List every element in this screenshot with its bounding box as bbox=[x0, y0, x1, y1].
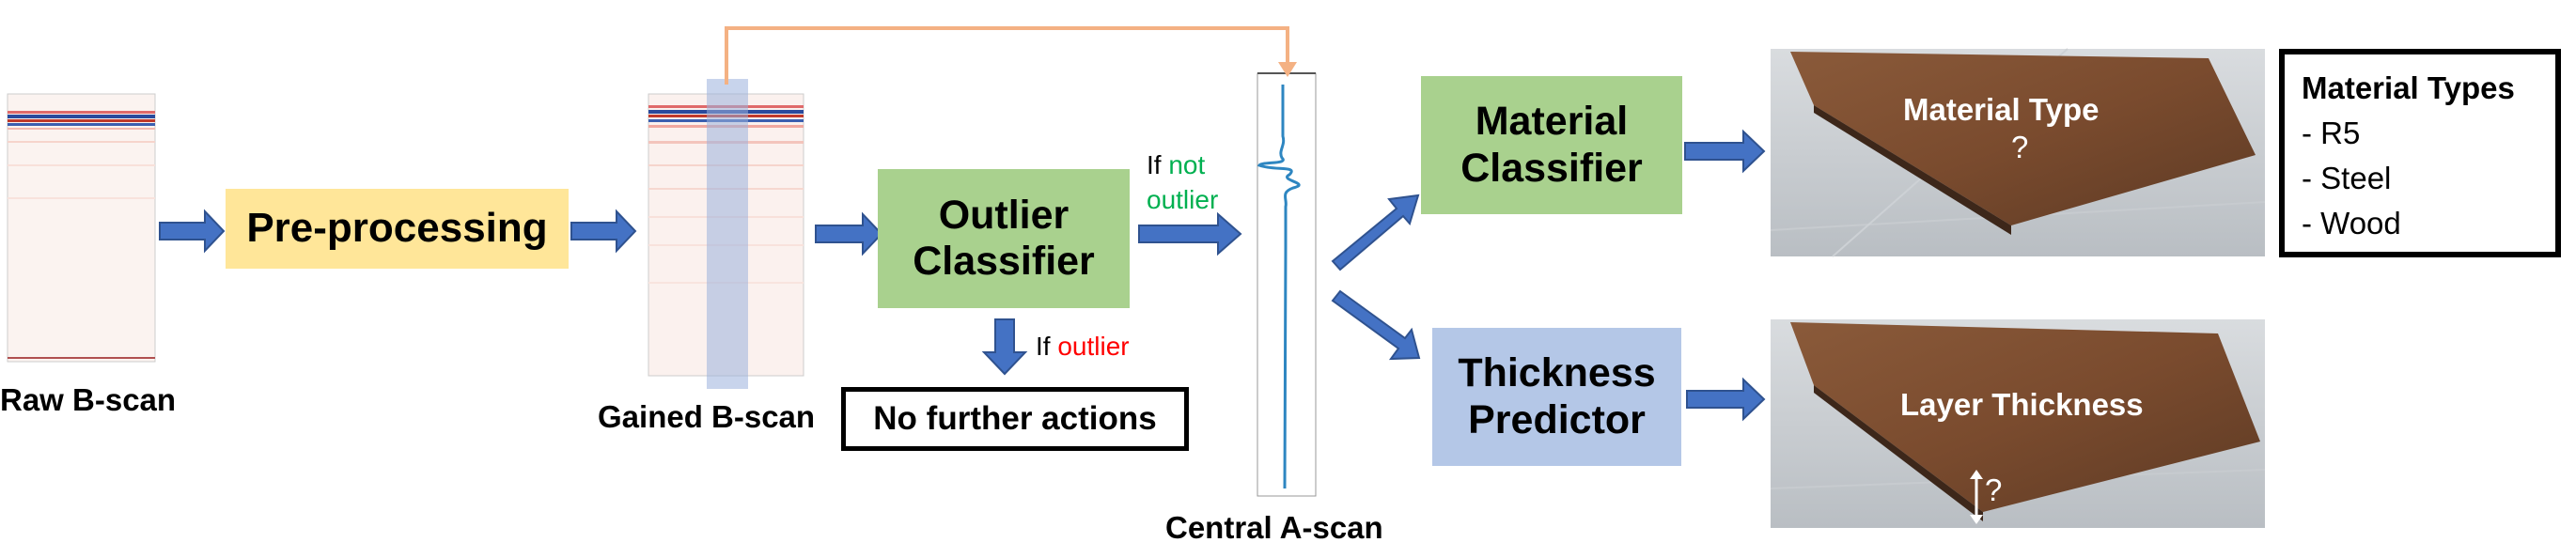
material-classifier-label-2: Classifier bbox=[1460, 145, 1643, 191]
plate-photo-material bbox=[1770, 48, 2266, 257]
material-type-question: ? bbox=[2011, 130, 2029, 164]
material-classifier-box: Material Classifier bbox=[1421, 76, 1682, 214]
if-not-outlier-line1: If not bbox=[1147, 150, 1205, 180]
orange-connector bbox=[725, 26, 1289, 85]
if-prefix: If bbox=[1147, 150, 1162, 179]
if-outlier-label: If outlier bbox=[1036, 332, 1130, 362]
thickness-predictor-label-2: Predictor bbox=[1468, 396, 1646, 442]
material-type-item: - Steel bbox=[2302, 160, 2392, 195]
no-further-actions-label: No further actions bbox=[873, 399, 1157, 437]
material-type-item: - R5 bbox=[2302, 115, 2361, 150]
preprocessing-box: Pre-processing bbox=[226, 189, 569, 269]
outlier-classifier-box: Outlier Classifier bbox=[878, 169, 1130, 308]
material-type-label: Material Type bbox=[1903, 92, 2100, 127]
material-classifier-label-1: Material bbox=[1475, 99, 1629, 145]
outlier-word: outlier bbox=[1057, 332, 1130, 361]
central-ascan-caption: Central A-scan bbox=[1165, 510, 1383, 545]
gained-bscan-image bbox=[648, 79, 804, 389]
layer-thickness-question: ? bbox=[1985, 473, 2003, 507]
not-word: not bbox=[1168, 150, 1206, 179]
no-further-actions-box: No further actions bbox=[841, 387, 1189, 451]
gained-bscan-caption: Gained B-scan bbox=[598, 399, 816, 434]
central-ascan-image bbox=[1257, 72, 1317, 497]
preprocessing-label: Pre-processing bbox=[246, 205, 548, 252]
if-prefix-2: If bbox=[1036, 332, 1051, 361]
layer-thickness-label: Layer Thickness bbox=[1900, 387, 2144, 422]
material-types-box: Material Types - R5 - Steel - Wood bbox=[2279, 49, 2561, 257]
plate-photo-thickness bbox=[1770, 319, 2266, 528]
raw-bscan-caption: Raw B-scan bbox=[0, 382, 177, 417]
outlier-classifier-label-1: Outlier bbox=[938, 192, 1069, 238]
outlier-classifier-label-2: Classifier bbox=[913, 239, 1095, 284]
flow-arrows bbox=[159, 129, 1766, 422]
thickness-predictor-label-1: Thickness bbox=[1458, 350, 1656, 396]
thickness-predictor-box: Thickness Predictor bbox=[1432, 328, 1681, 466]
if-not-outlier-line2: outlier bbox=[1147, 185, 1219, 214]
material-types-title: Material Types bbox=[2302, 70, 2515, 105]
material-type-item: - Wood bbox=[2302, 205, 2401, 240]
raw-bscan-image bbox=[7, 93, 156, 363]
